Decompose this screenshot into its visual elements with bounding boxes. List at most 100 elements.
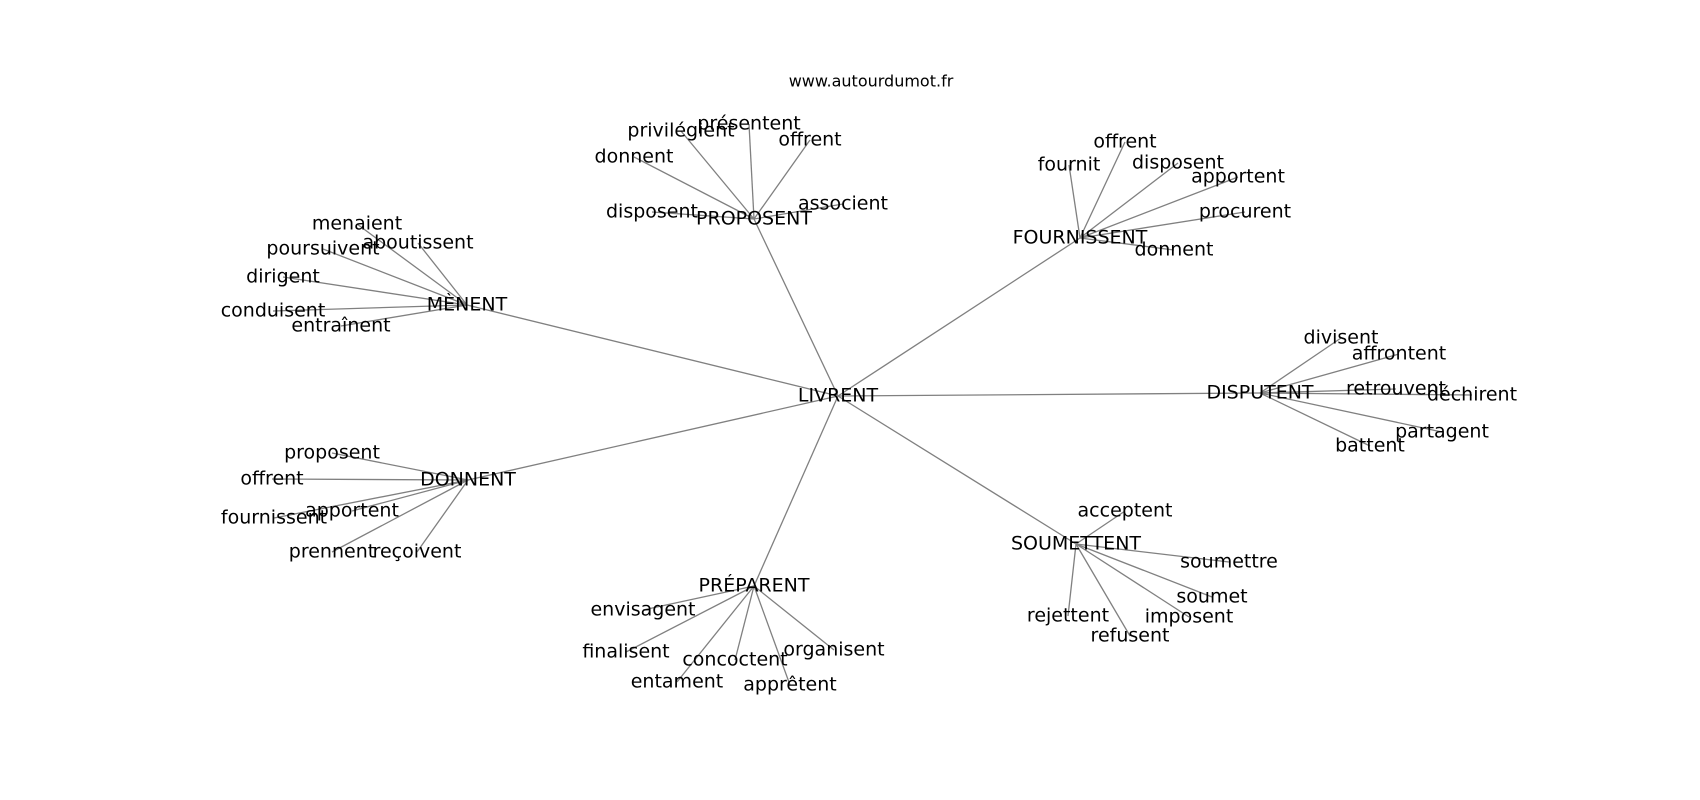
word-node[interactable]: apportent bbox=[1191, 166, 1285, 188]
word-node[interactable]: offrent bbox=[778, 129, 841, 151]
edge-proposent-word bbox=[680, 130, 755, 220]
edge-center-preparent bbox=[753, 395, 839, 587]
word-node[interactable]: fournit bbox=[1038, 154, 1101, 176]
edge-disputent-word bbox=[1259, 353, 1400, 394]
edge-menent-word bbox=[340, 304, 468, 327]
edge-preparent-word bbox=[625, 585, 755, 653]
edge-center-fournissent bbox=[837, 237, 1081, 397]
word-node[interactable]: privilégient bbox=[627, 120, 734, 142]
edge-donnent-word bbox=[271, 478, 469, 481]
edge-center-menent bbox=[466, 304, 839, 397]
word-node[interactable]: organisent bbox=[783, 639, 884, 661]
word-node[interactable]: apprêtent bbox=[743, 674, 836, 696]
word-node[interactable]: présentent bbox=[697, 113, 800, 135]
edge-fournissent-word bbox=[1079, 162, 1179, 239]
edge-soumettent-word bbox=[1075, 543, 1190, 618]
word-node[interactable]: finalisent bbox=[582, 641, 669, 663]
word-node[interactable]: soumettre bbox=[1180, 551, 1278, 573]
edge-fournissent-word bbox=[1079, 211, 1246, 239]
word-node[interactable]: associent bbox=[798, 193, 888, 215]
word-node[interactable]: rejettent bbox=[1027, 605, 1109, 627]
edge-disputent-word bbox=[1259, 392, 1473, 396]
word-node[interactable]: poursuivent bbox=[266, 238, 379, 260]
word-node[interactable]: conduisent bbox=[221, 300, 326, 322]
edge-center-soumettent bbox=[837, 395, 1077, 545]
graph-edges bbox=[271, 123, 1473, 686]
edge-proposent-word bbox=[651, 211, 755, 220]
word-node[interactable]: affrontent bbox=[1352, 343, 1446, 365]
hub-node-proposent[interactable]: PROPOSENT bbox=[696, 208, 812, 230]
edge-center-donnent bbox=[467, 395, 839, 481]
edge-soumettent-word bbox=[1075, 543, 1230, 563]
edge-preparent-word bbox=[676, 585, 755, 683]
edge-disputent-word bbox=[1259, 392, 1443, 433]
word-node[interactable]: reçoivent bbox=[373, 541, 462, 563]
word-node[interactable]: proposent bbox=[284, 442, 380, 464]
edge-menent-word bbox=[356, 223, 468, 306]
word-node[interactable]: disposent bbox=[1132, 152, 1224, 174]
word-node[interactable]: menaient bbox=[312, 213, 402, 235]
edge-soumettent-word bbox=[1075, 543, 1213, 598]
word-node[interactable]: concoctent bbox=[682, 649, 787, 671]
edge-preparent-word bbox=[734, 585, 755, 661]
edge-proposent-word bbox=[748, 123, 755, 220]
edge-proposent-word bbox=[753, 139, 811, 220]
edge-soumettent-word bbox=[1067, 543, 1077, 617]
hub-node-fournissent[interactable]: FOURNISSENT bbox=[1013, 227, 1148, 249]
hub-node-soumettent[interactable]: SOUMETTENT bbox=[1011, 533, 1141, 555]
edge-disputent-word bbox=[1259, 392, 1371, 447]
edge-preparent-word bbox=[753, 585, 835, 651]
edge-preparent-word bbox=[753, 585, 791, 686]
word-node[interactable]: apportent bbox=[305, 500, 399, 522]
word-node[interactable]: offrent bbox=[1093, 131, 1156, 153]
edge-fournissent-word bbox=[1068, 164, 1081, 239]
edge-donnent-word bbox=[273, 479, 469, 519]
hub-node-disputent[interactable]: DISPUTENT bbox=[1206, 382, 1313, 404]
word-node[interactable]: battent bbox=[1335, 435, 1405, 457]
word-node[interactable]: envisagent bbox=[590, 599, 695, 621]
edge-menent-word bbox=[282, 276, 468, 306]
word-node[interactable]: prennent bbox=[289, 541, 375, 563]
hub-node-donnent[interactable]: DONNENT bbox=[420, 469, 516, 491]
edge-proposent-word bbox=[753, 203, 844, 220]
edge-menent-word bbox=[322, 248, 468, 306]
edge-menent-word bbox=[272, 304, 468, 312]
edge-donnent-word bbox=[351, 479, 469, 512]
word-node[interactable]: donnent bbox=[1135, 239, 1214, 261]
word-node[interactable]: donnent bbox=[595, 146, 674, 168]
edge-disputent-word bbox=[1259, 337, 1342, 394]
edge-proposent-word bbox=[633, 156, 755, 220]
word-node[interactable]: partagent bbox=[1395, 421, 1489, 443]
edge-soumettent-word bbox=[1075, 543, 1131, 637]
edge-donnent-word bbox=[416, 479, 469, 553]
word-node[interactable]: soumet bbox=[1176, 586, 1247, 608]
edge-fournissent-word bbox=[1079, 176, 1239, 239]
word-node[interactable]: retrouvent bbox=[1346, 378, 1446, 400]
hub-node-preparent[interactable]: PRÉPARENT bbox=[699, 574, 810, 597]
edge-donnent-word bbox=[331, 452, 469, 481]
center-node[interactable]: LIVRENT bbox=[798, 385, 879, 407]
edge-soumettent-word bbox=[1075, 510, 1126, 545]
word-node[interactable]: acceptent bbox=[1078, 500, 1173, 522]
word-node[interactable]: imposent bbox=[1145, 606, 1234, 628]
word-node[interactable]: divisent bbox=[1304, 327, 1379, 349]
word-node[interactable]: déchirent bbox=[1427, 384, 1517, 406]
watermark: www.autourdumot.fr bbox=[789, 72, 954, 91]
word-node[interactable]: aboutissent bbox=[362, 232, 473, 254]
edge-donnent-word bbox=[331, 479, 469, 553]
word-node[interactable]: entraînent bbox=[291, 315, 390, 337]
edge-fournissent-word bbox=[1079, 237, 1175, 251]
word-node[interactable]: refusent bbox=[1091, 625, 1170, 647]
edge-preparent-word bbox=[642, 585, 755, 611]
word-node[interactable]: entament bbox=[631, 671, 724, 693]
word-node[interactable]: offrent bbox=[240, 468, 303, 490]
word-node[interactable]: procurent bbox=[1199, 201, 1291, 223]
word-node[interactable]: disposent bbox=[606, 201, 698, 223]
word-node[interactable]: dirigent bbox=[246, 266, 320, 288]
word-node[interactable]: fournissent bbox=[221, 507, 327, 529]
hub-node-menent[interactable]: MÈNENT bbox=[427, 293, 508, 316]
edge-disputent-word bbox=[1259, 388, 1397, 394]
edge-menent-word bbox=[417, 242, 468, 306]
